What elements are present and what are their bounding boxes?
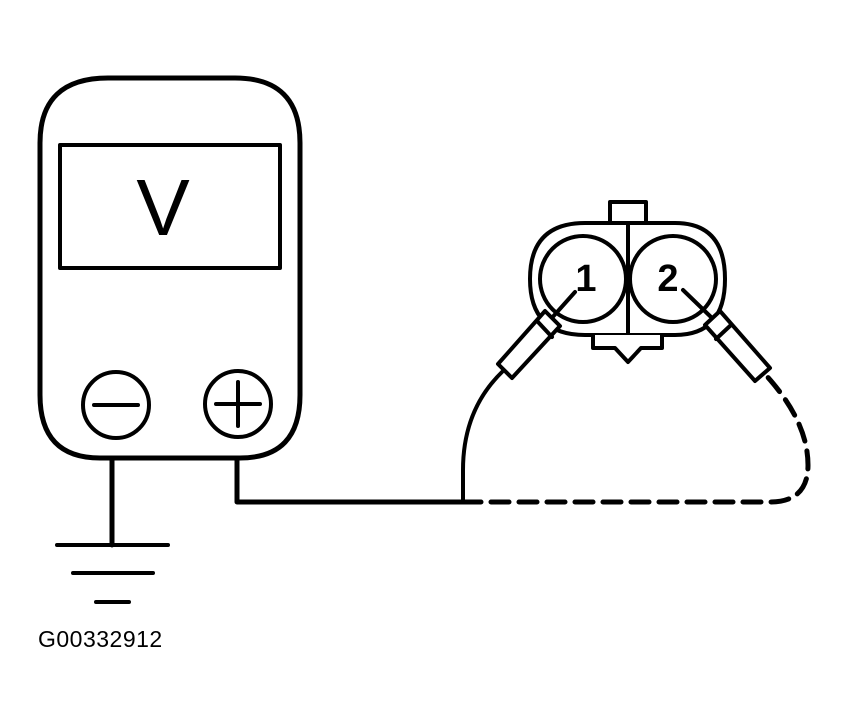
meter-symbol: V xyxy=(136,163,190,252)
probe-wire-pin-1 xyxy=(461,370,504,504)
positive-lead-wire xyxy=(234,455,466,505)
connector-latch xyxy=(591,333,664,364)
voltmeter: V xyxy=(37,75,303,461)
figure-code: G00332912 xyxy=(38,626,163,652)
pin-number-2: 2 xyxy=(657,258,678,300)
pin-number-1: 1 xyxy=(575,258,596,300)
connector-cavity-2 xyxy=(628,234,718,324)
ground-symbol-icon xyxy=(55,543,170,604)
probe-wire-pin-2-dashed xyxy=(460,369,811,505)
voltmeter-display xyxy=(58,143,282,270)
connector-cavity-1 xyxy=(538,234,628,324)
test-probe-2 xyxy=(681,288,772,383)
plus-circle-icon xyxy=(203,369,273,439)
connector: 1 2 xyxy=(528,200,727,364)
test-probe-1 xyxy=(496,290,577,380)
voltmeter-body xyxy=(37,75,303,461)
minus-circle-icon xyxy=(81,370,151,440)
